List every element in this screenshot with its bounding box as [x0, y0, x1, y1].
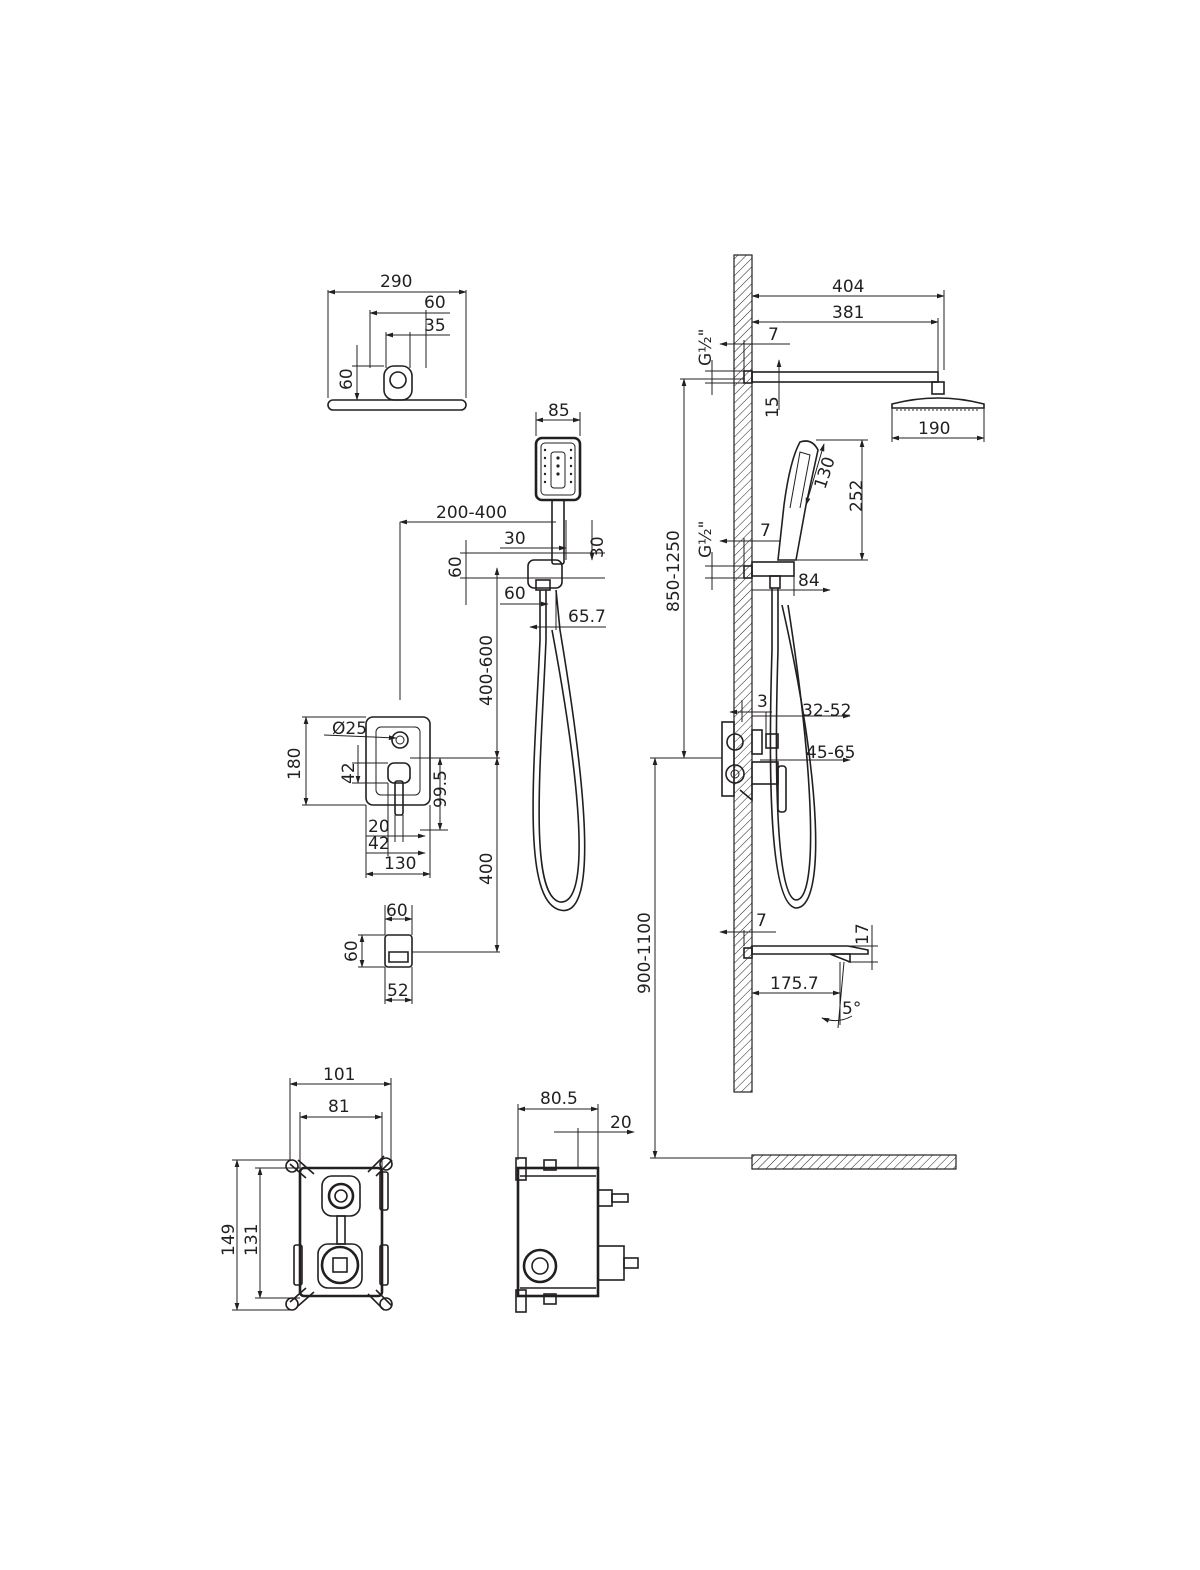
mixer-plate [365, 716, 431, 806]
dim-spout-wall: 7 [756, 911, 767, 931]
box-lower-port [320, 1245, 360, 1285]
floor [751, 1154, 957, 1170]
dim-arm-len-text: 381 [832, 303, 864, 323]
box-body [298, 1166, 384, 1298]
mixer-lever [387, 762, 411, 784]
thread-mid: G½" [696, 521, 716, 558]
dim-box-height: 149 [219, 1224, 239, 1256]
dim-plate-height: 180 [285, 748, 305, 780]
dim-plate-width: 130 [384, 854, 416, 874]
box-side-body [516, 1166, 600, 1298]
dim-head-dia: 190 [918, 419, 950, 439]
dim-holder-d1: 30 [504, 529, 526, 549]
dim-box-stub: 20 [610, 1113, 632, 1133]
dim-spout-len: 175.7 [770, 974, 819, 994]
dim-holder-proj: 84 [798, 571, 820, 591]
box-side-port [522, 1248, 558, 1284]
spout-front: 60 60 52 [342, 901, 500, 1004]
spout-body [384, 934, 413, 968]
thread-top: G½" [696, 329, 716, 366]
mixer-plate-front: 180 Ø25 42 99.5 20 42 130 400 [285, 716, 500, 953]
dim-hose-span: 200-400 [436, 503, 507, 523]
head-shower-top-view: 290 60 35 60 [327, 272, 467, 411]
dim-spout-gap: 400 [477, 853, 497, 885]
box-upper-port [327, 1182, 355, 1210]
dim-lever-offset: 99.5 [431, 770, 451, 808]
dim-head-neck: 60 [424, 293, 446, 313]
dim-lever-w: 20 [368, 817, 390, 837]
dim-height-range: 850-1250 [664, 530, 684, 612]
dim-head-height: 60 [337, 368, 357, 390]
dim-spout-width: 60 [386, 901, 408, 921]
dim-rail: 400-600 [477, 635, 497, 706]
dim-wall-off-top: 7 [768, 325, 779, 345]
dim-spout-depth: 52 [387, 981, 409, 1001]
dim-knob-dia: Ø25 [332, 719, 367, 739]
dim-wall-off-mid: 7 [760, 521, 771, 541]
hand-shower-head [534, 436, 582, 502]
dim-holder-depth: 65.7 [568, 607, 606, 627]
head-neck [383, 365, 413, 401]
head-shower-side [891, 397, 985, 409]
hand-shower-side [777, 440, 819, 561]
side-view: 404 381 7 G½" 15 190 252 130 7 [635, 254, 985, 1170]
dim-head-inner: 35 [424, 316, 446, 336]
holder-side [751, 561, 795, 577]
hand-shower-front: 85 200-400 30 30 60 60 65.7 400-600 [399, 401, 608, 912]
dim-lever-h: 42 [339, 762, 359, 784]
dim-lever-proj: 45-65 [806, 743, 855, 763]
dim-hand-len: 252 [847, 480, 867, 512]
diverter-knob [391, 731, 409, 749]
dim-box-width: 101 [323, 1065, 355, 1085]
dim-arm-total: 404 [832, 277, 864, 297]
dim-box-inner-w: 81 [328, 1097, 350, 1117]
dim-hand-width: 85 [548, 401, 570, 421]
hand-holder [527, 559, 563, 589]
dim-floor-height: 900-1100 [635, 912, 655, 994]
dim-mixer-proj: 32-52 [802, 701, 851, 721]
mixer-body-side [751, 761, 779, 785]
dim-spout-height: 60 [342, 940, 362, 962]
spout-side [751, 945, 869, 955]
dim-arm-thick: 15 [763, 396, 783, 418]
dim-holder-d2: 30 [588, 536, 608, 558]
dim-holder-h: 60 [446, 556, 466, 578]
dim-box-inner-h: 131 [242, 1224, 262, 1256]
dim-spout-thick: 17 [853, 923, 873, 945]
dim-holder-w: 60 [504, 584, 526, 604]
dim-lever-span: 42 [368, 834, 390, 854]
head-plate [327, 399, 467, 411]
dim-box-depth: 80.5 [540, 1089, 578, 1109]
nozzle-dots [543, 448, 573, 484]
valve-box-front: 101 81 149 131 [219, 1065, 393, 1311]
mixer-plate-side [721, 721, 735, 797]
hose-side [769, 588, 817, 909]
dim-head-width: 290 [380, 272, 412, 292]
dim-spout-angle: 5° [842, 999, 861, 1019]
valve-box-side: 80.5 20 [515, 1089, 639, 1313]
dim-plate-gap: 3 [757, 692, 768, 712]
hose [532, 589, 586, 912]
wall [733, 254, 753, 1093]
